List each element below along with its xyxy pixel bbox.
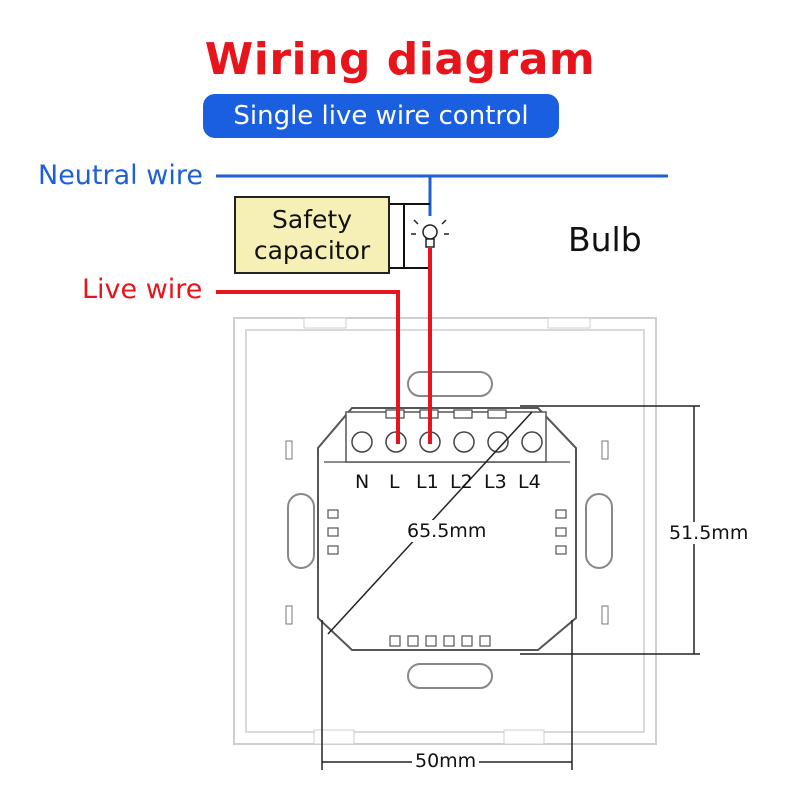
- bottom-pins: [389, 635, 491, 647]
- diagonal-dimension: 65.5mm: [404, 520, 490, 542]
- subtitle-badge: Single live wire control: [203, 94, 559, 138]
- safety-capacitor: Safety capacitor: [234, 196, 390, 274]
- capacitor-label-line2: capacitor: [253, 236, 371, 265]
- top-notch-left: [303, 317, 347, 329]
- bottom-notch-right: [503, 729, 545, 745]
- capacitor-lead: [390, 203, 405, 269]
- mount-hole-top: [407, 371, 493, 397]
- terminal-label-l: L: [389, 471, 400, 493]
- width-dimension: 50mm: [412, 750, 480, 772]
- bottom-notch-left: [313, 729, 355, 745]
- slot-right-upper: [601, 440, 609, 460]
- live-wire-line: [216, 290, 400, 444]
- slot-right-lower: [601, 605, 609, 625]
- mount-hole-bottom: [407, 663, 493, 689]
- diagram-title: Wiring diagram: [204, 34, 596, 85]
- terminal-block: [345, 411, 547, 463]
- mount-hole-right: [585, 493, 613, 569]
- live-wire-label: Live wire: [82, 274, 203, 305]
- slot-left-upper: [285, 440, 293, 460]
- mount-hole-left: [287, 493, 315, 569]
- top-notch-right: [547, 317, 591, 329]
- slot-left-lower: [285, 605, 293, 625]
- height-dimension: 51.5mm: [666, 522, 752, 544]
- neutral-wire-label: Neutral wire: [38, 160, 203, 191]
- bulb-label: Bulb: [568, 220, 642, 259]
- bulb-icon: [411, 219, 449, 248]
- terminal-label-n: N: [355, 471, 370, 493]
- terminal-label-l4: L4: [518, 471, 541, 493]
- terminal-label-l2: L2: [450, 471, 473, 493]
- terminal-label-l3: L3: [484, 471, 507, 493]
- terminal-label-l1: L1: [416, 471, 439, 493]
- capacitor-label-line1: Safety: [272, 205, 352, 234]
